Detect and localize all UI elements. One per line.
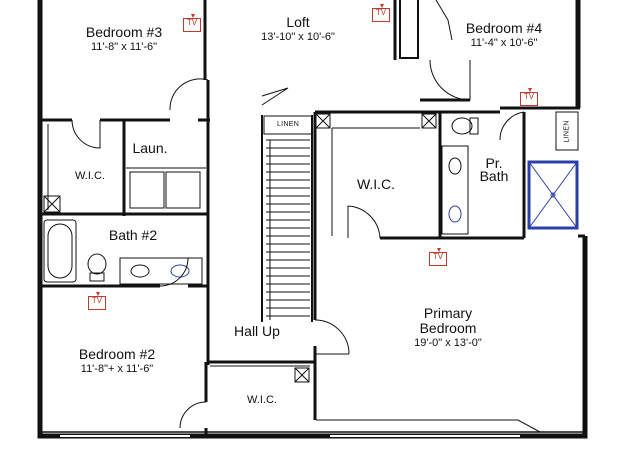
door-wic-center — [347, 205, 381, 239]
door-primary — [314, 319, 350, 355]
door-bath2 — [159, 257, 189, 287]
tv-icon: TV — [372, 4, 390, 22]
toilet-prbath — [451, 117, 473, 135]
wic-left-corner — [43, 195, 61, 213]
linen-bath — [555, 111, 579, 151]
stair-treads — [266, 139, 310, 320]
prbath-name-1: Pr. — [485, 155, 503, 171]
loft-name: Loft — [286, 14, 310, 30]
linen-hall — [263, 115, 313, 135]
primary-dims: 19'-0" x 13'-0" — [414, 337, 482, 349]
bath2-name: Bath #2 — [108, 227, 158, 243]
bedroom3-name: Bedroom #3 — [85, 24, 163, 40]
wic-bottom-name: W.I.C. — [247, 394, 277, 406]
wall-bed3-right — [203, 0, 210, 110]
wic-center-name: W.I.C. — [356, 176, 396, 192]
vanity-prbath — [441, 145, 469, 235]
laundry-name: Laun. — [132, 140, 168, 156]
door-laundry — [169, 78, 209, 111]
stair-arrow — [261, 87, 289, 106]
dryer — [165, 171, 201, 209]
bedroom2-name: Bedroom #2 — [78, 346, 156, 362]
wic-bottom-corner — [294, 367, 310, 383]
door-bed4 — [429, 59, 471, 101]
wall-bed4-bottom — [420, 98, 580, 110]
bedroom3-dims: 11'-8" x 11'-6" — [90, 41, 158, 53]
loft-dims: 13'-10" x 10'-6" — [261, 31, 335, 43]
bedroom2-dims: 11'-8"+ x 11'-6" — [80, 363, 154, 375]
outer-wall — [37, 0, 588, 439]
linen-hall-label: LINEN — [276, 121, 300, 128]
bedroom4-dims: 11'-4" x 10'-6" — [470, 37, 538, 49]
vanity-bath2 — [119, 257, 203, 285]
tv-icon: TV — [520, 88, 538, 106]
bay-window — [316, 419, 541, 433]
door-bed3 — [71, 119, 101, 149]
washer — [129, 171, 165, 209]
door-closet-bed4 — [435, 0, 453, 41]
tv-icon: TV — [88, 292, 106, 310]
tv-icon: TV — [183, 14, 201, 32]
bedroom4-name: Bedroom #4 — [465, 20, 543, 36]
toilet — [87, 253, 107, 275]
linen-bath-label: LINEN — [563, 120, 571, 143]
primary-name-1: Primary — [423, 305, 473, 321]
primary-name-2: Bedroom — [419, 320, 477, 336]
door-bed2-wic — [179, 401, 207, 429]
tub — [43, 219, 77, 283]
shower — [527, 160, 579, 230]
hall-name: Hall Up — [234, 323, 280, 339]
wall-bed4-closet — [399, 0, 419, 59]
prbath-name-2: Bath — [479, 168, 509, 184]
tv-icon: TV — [429, 248, 447, 266]
wic-center-corner-right — [421, 113, 437, 129]
door-prbath — [499, 111, 525, 141]
wic-left-name: W.I.C. — [75, 170, 105, 182]
